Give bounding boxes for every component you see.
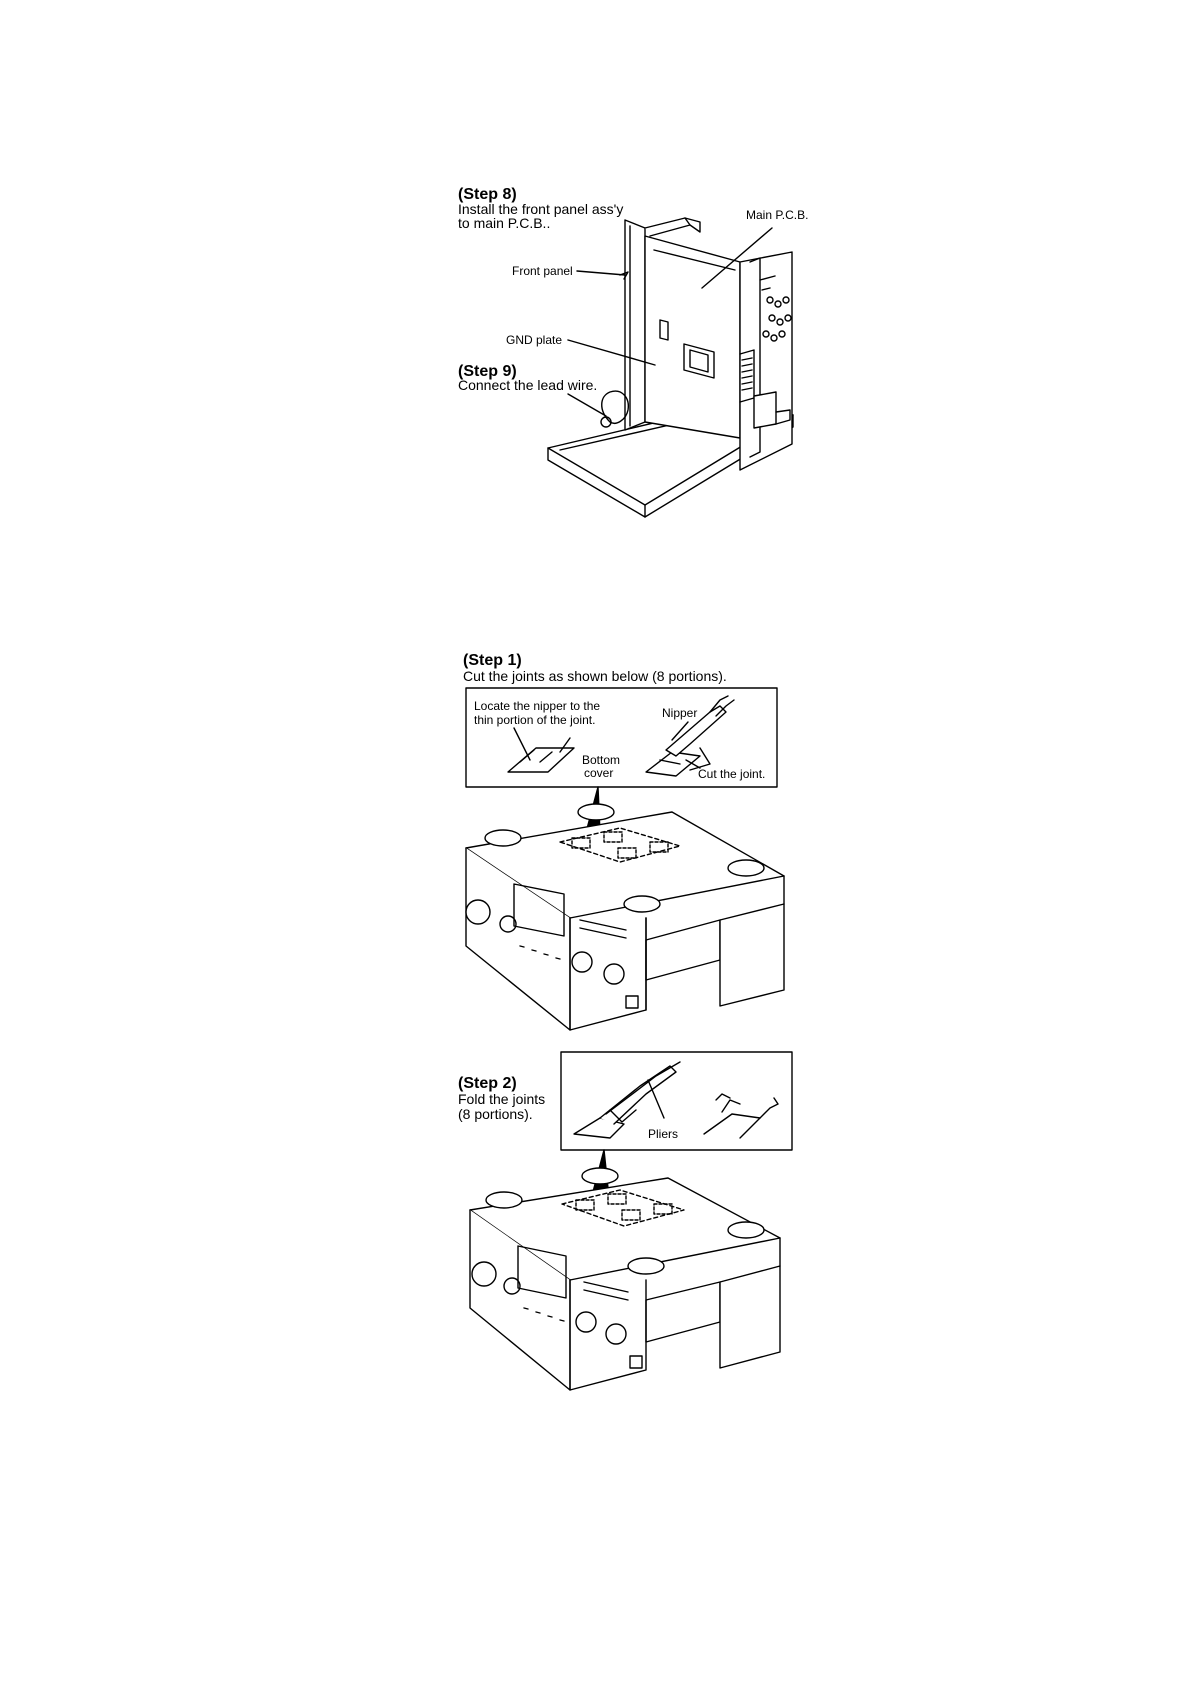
step8-title: (Step 8) bbox=[458, 186, 517, 203]
step2-line1: Fold the joints bbox=[458, 1091, 546, 1107]
nipper-label: Nipper bbox=[662, 706, 698, 720]
bottom-cover-label-line2: cover bbox=[584, 766, 614, 780]
front-panel-main-pcb-illustration bbox=[548, 218, 793, 517]
step8-line1: Install the front panel ass'y bbox=[458, 201, 624, 217]
locate-nipper-line2: thin portion of the joint. bbox=[474, 713, 596, 727]
gnd-plate-leader bbox=[568, 340, 655, 365]
gnd-plate-label: GND plate bbox=[506, 333, 563, 347]
bottom-cover-label-line1: Bottom bbox=[582, 753, 621, 767]
main-pcb-leader bbox=[702, 228, 772, 288]
step2-illustration bbox=[470, 1052, 792, 1390]
step9-title: (Step 9) bbox=[458, 363, 517, 380]
step8-line2: to main P.C.B.. bbox=[458, 215, 551, 231]
lead-wire-leader bbox=[568, 394, 606, 416]
cut-joint-label: Cut the joint. bbox=[698, 767, 766, 781]
front-panel-leader bbox=[577, 271, 625, 275]
main-pcb-label: Main P.C.B. bbox=[746, 208, 809, 222]
step1-illustration bbox=[466, 688, 784, 1030]
step2-line2: (8 portions). bbox=[458, 1106, 533, 1122]
front-panel-label: Front panel bbox=[512, 264, 573, 278]
step2-title: (Step 2) bbox=[458, 1075, 517, 1092]
step1-title: (Step 1) bbox=[463, 652, 522, 669]
locate-nipper-line1: Locate the nipper to the bbox=[474, 699, 601, 713]
pliers-label: Pliers bbox=[648, 1127, 679, 1141]
step1-desc: Cut the joints as shown below (8 portion… bbox=[463, 668, 727, 684]
step9-line1: Connect the lead wire. bbox=[458, 377, 598, 393]
